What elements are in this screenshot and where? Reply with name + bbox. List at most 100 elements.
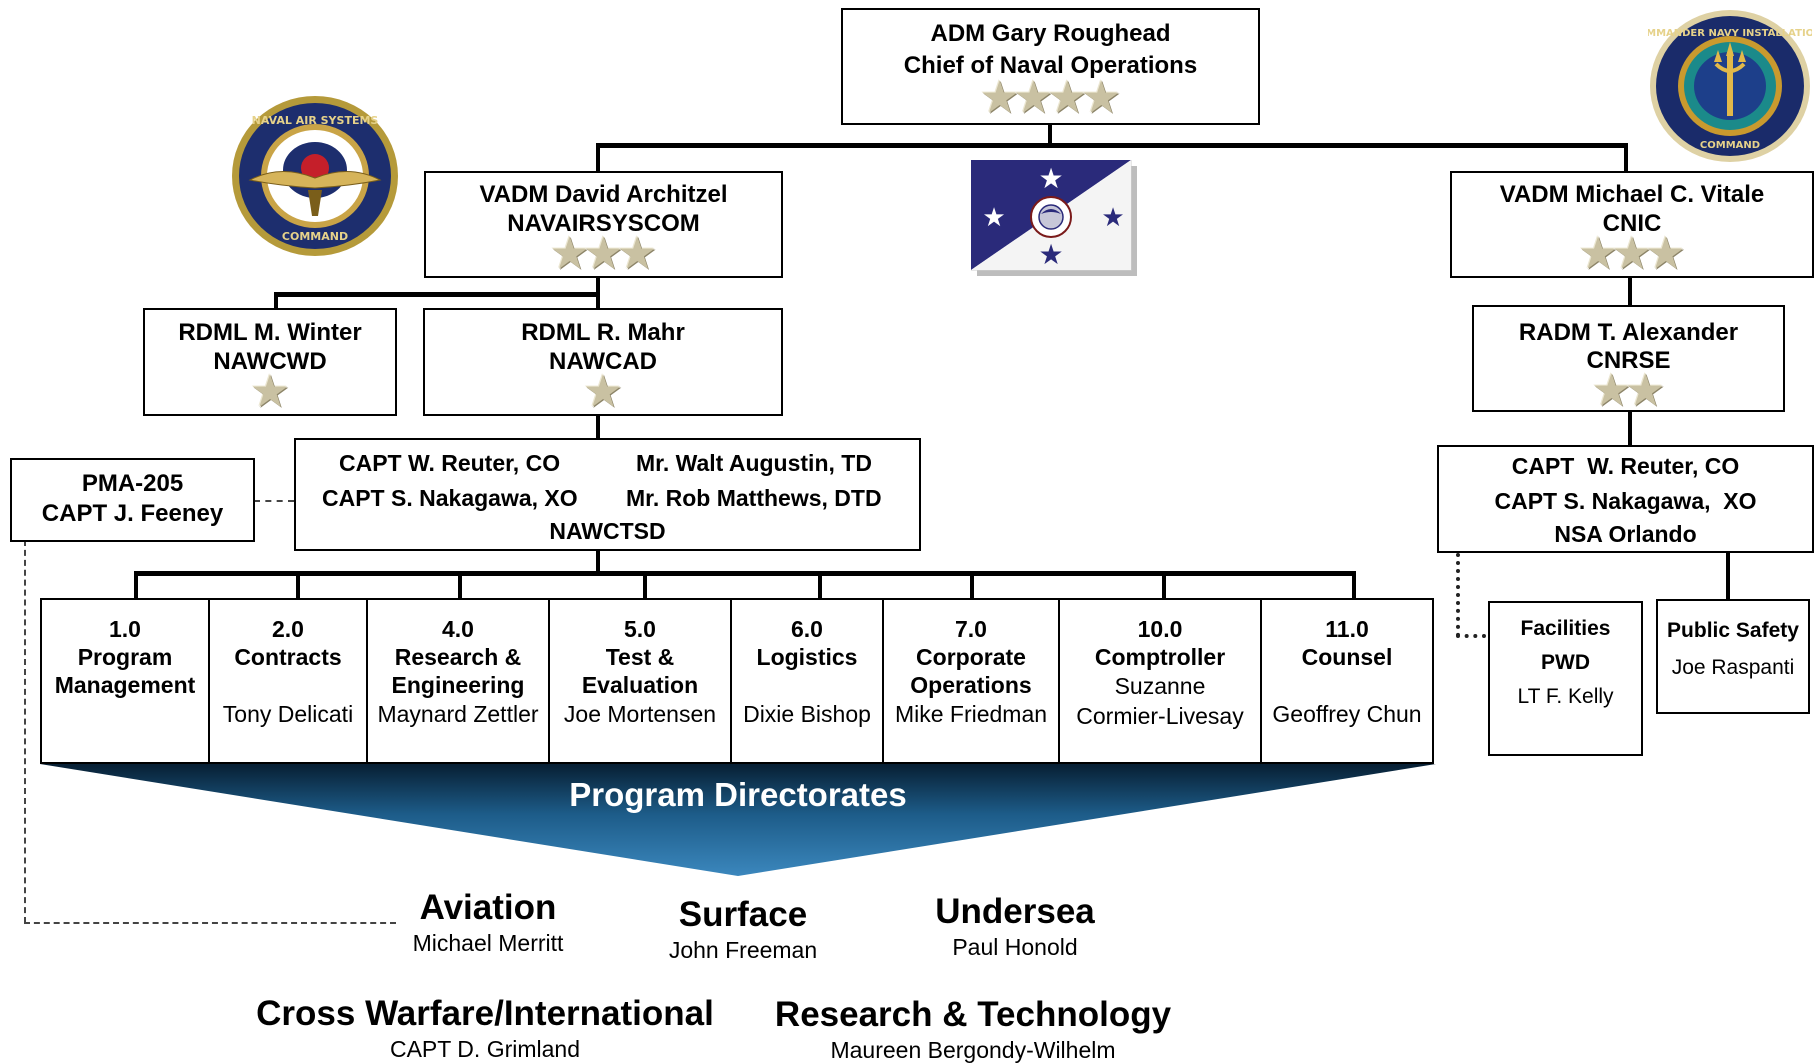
safety-person: Joe Raspanti	[1671, 656, 1795, 679]
banner-shape	[40, 764, 1436, 876]
dir-person: Mike Friedman	[894, 701, 1048, 727]
dir-name: Research &	[394, 644, 522, 670]
four-stars: ★★★★	[981, 76, 1120, 120]
dir-num: 4.0	[442, 616, 474, 642]
navair-name: VADM David Architzel	[479, 181, 728, 208]
dir-person: Suzanne	[1114, 673, 1206, 699]
dir-num: 5.0	[624, 616, 656, 642]
cno-name: ADM Gary Roughead	[930, 20, 1171, 47]
program-person: CAPT D. Grimland	[389, 1036, 580, 1062]
directorate-6: 6.0 Logistics Dixie Bishop	[732, 598, 884, 764]
directorate-2: 2.0 Contracts Tony Delicati	[210, 598, 368, 764]
program-title: Aviation	[419, 888, 557, 927]
svg-text:★: ★	[982, 203, 1005, 233]
two-stars: ★★	[1593, 369, 1664, 413]
nawcwd-name: RDML M. Winter	[178, 319, 362, 346]
cnrse-org: CNRSE	[1586, 347, 1671, 374]
one-star: ★	[252, 370, 288, 414]
program-surface: Surface John Freeman	[643, 895, 843, 964]
nawctsd-org: NAWCTSD	[549, 518, 666, 544]
svg-text:★: ★	[1038, 162, 1063, 195]
dir-name: Test &	[605, 644, 675, 670]
dir-name: Corporate	[916, 644, 1026, 670]
dir-name: Operations	[910, 672, 1032, 698]
dir-name: Comptroller	[1094, 644, 1226, 670]
cnic-box: VADM Michael C. Vitale CNIC ★★★	[1450, 171, 1814, 278]
dir-num: 2.0	[272, 616, 304, 642]
nsa-orlando-box: CAPT W. Reuter, CO CAPT S. Nakagawa, XO …	[1437, 445, 1814, 553]
nawctsd-td: Mr. Walt Augustin, TD	[636, 450, 872, 476]
program-cross-warfare: Cross Warfare/International CAPT D. Grim…	[245, 994, 725, 1063]
directorate-4: 4.0 Research & Engineering Maynard Zettl…	[368, 598, 550, 764]
svg-text:COMMAND: COMMAND	[282, 230, 348, 243]
cnic-name: VADM Michael C. Vitale	[1499, 181, 1765, 208]
three-stars: ★★★	[1580, 232, 1684, 276]
dir-num: 10.0	[1137, 616, 1183, 642]
dir-name: Logistics	[756, 644, 858, 670]
nsa-xo: CAPT S. Nakagawa, XO	[1494, 488, 1757, 514]
banner-label: Program Directorates	[569, 776, 907, 813]
svg-text:COMMAND: COMMAND	[1700, 140, 1760, 151]
dir-num: 11.0	[1325, 616, 1369, 642]
nsa-org: NSA Orlando	[1554, 521, 1697, 547]
navair-org: NAVAIRSYSCOM	[507, 210, 700, 237]
cnic-org: CNIC	[1602, 210, 1662, 237]
program-person: John Freeman	[668, 937, 818, 963]
directorate-7: 7.0 Corporate Operations Mike Friedman	[884, 598, 1060, 764]
facilities-person: LT F. Kelly	[1517, 685, 1614, 708]
facilities-org: PWD	[1541, 651, 1590, 674]
program-title: Cross Warfare/International	[256, 994, 714, 1033]
svg-text:★: ★	[1101, 203, 1124, 233]
navair-seal-icon: NAVAL AIR SYSTEMS COMMAND	[232, 96, 398, 256]
safety-title: Public Safety	[1667, 619, 1799, 642]
nawctsd-box: CAPT W. Reuter, CO CAPT S. Nakagawa, XO …	[294, 438, 921, 551]
navair-box: VADM David Architzel NAVAIRSYSCOM ★★★	[424, 171, 783, 278]
nawcwd-box: RDML M. Winter NAWCWD ★	[143, 308, 397, 416]
pma-title: PMA-205	[81, 470, 184, 497]
cno-box: ADM Gary Roughead Chief of Naval Operati…	[841, 8, 1260, 125]
nawctsd-xo: CAPT S. Nakagawa, XO	[322, 485, 578, 511]
svg-text:NAVAL AIR SYSTEMS: NAVAL AIR SYSTEMS	[252, 114, 379, 127]
nawcad-name: RDML R. Mahr	[521, 319, 685, 346]
pma-205-box: PMA-205 CAPT J. Feeney	[10, 458, 255, 542]
cno-title: Chief of Naval Operations	[903, 52, 1198, 79]
dir-name: Evaluation	[581, 672, 699, 698]
program-directorates-banner	[40, 764, 1436, 876]
dir-person: Cormier-Livesay	[1076, 703, 1244, 729]
program-person: Michael Merritt	[412, 930, 564, 956]
program-aviation: Aviation Michael Merritt	[388, 888, 588, 957]
program-title: Surface	[678, 895, 808, 934]
directorate-10: 10.0 Comptroller Suzanne Cormier-Livesay	[1060, 598, 1262, 764]
three-stars: ★★★	[551, 232, 656, 276]
dir-num: 6.0	[791, 616, 823, 642]
one-star: ★	[585, 370, 621, 414]
dir-person: Dixie Bishop	[743, 701, 871, 727]
dir-num: 1.0	[109, 616, 141, 642]
directorate-5: 5.0 Test & Evaluation Joe Mortensen	[550, 598, 732, 764]
nawcwd-org: NAWCWD	[213, 348, 327, 375]
dir-name: Management	[54, 672, 196, 698]
svg-text:COMMANDER NAVY INSTALLATIONS: COMMANDER NAVY INSTALLATIONS	[1648, 28, 1812, 39]
dir-person: Tony Delicati	[222, 701, 354, 727]
nawcad-box: RDML R. Mahr NAWCAD ★	[423, 308, 783, 416]
facilities-title: Facilities	[1520, 617, 1611, 640]
cnrse-name: RADM T. Alexander	[1518, 319, 1739, 346]
program-title: Research & Technology	[774, 995, 1172, 1034]
program-person: Paul Honold	[952, 934, 1078, 960]
dir-name: Program	[77, 644, 173, 670]
facilities-box: Facilities PWD LT F. Kelly	[1488, 601, 1643, 756]
dir-person: Maynard Zettler	[377, 701, 539, 727]
dir-num: 7.0	[955, 616, 987, 642]
dir-person: Geoffrey Chun	[1272, 701, 1422, 727]
dir-name: Engineering	[391, 672, 525, 698]
pma-person: CAPT J. Feeney	[41, 500, 224, 527]
cnrse-box: RADM T. Alexander CNRSE ★★	[1472, 305, 1785, 412]
vice-admiral-flag: ★ ★ ★ ★	[971, 160, 1137, 276]
public-safety-box: Public Safety Joe Raspanti	[1656, 599, 1810, 714]
svg-text:★: ★	[1038, 238, 1063, 271]
dir-name: Contracts	[234, 644, 342, 670]
nawctsd-dtd: Mr. Rob Matthews, DTD	[626, 485, 882, 511]
program-undersea: Undersea Paul Honold	[915, 892, 1115, 961]
nawcad-org: NAWCAD	[549, 348, 657, 375]
dir-person: Joe Mortensen	[563, 701, 717, 727]
